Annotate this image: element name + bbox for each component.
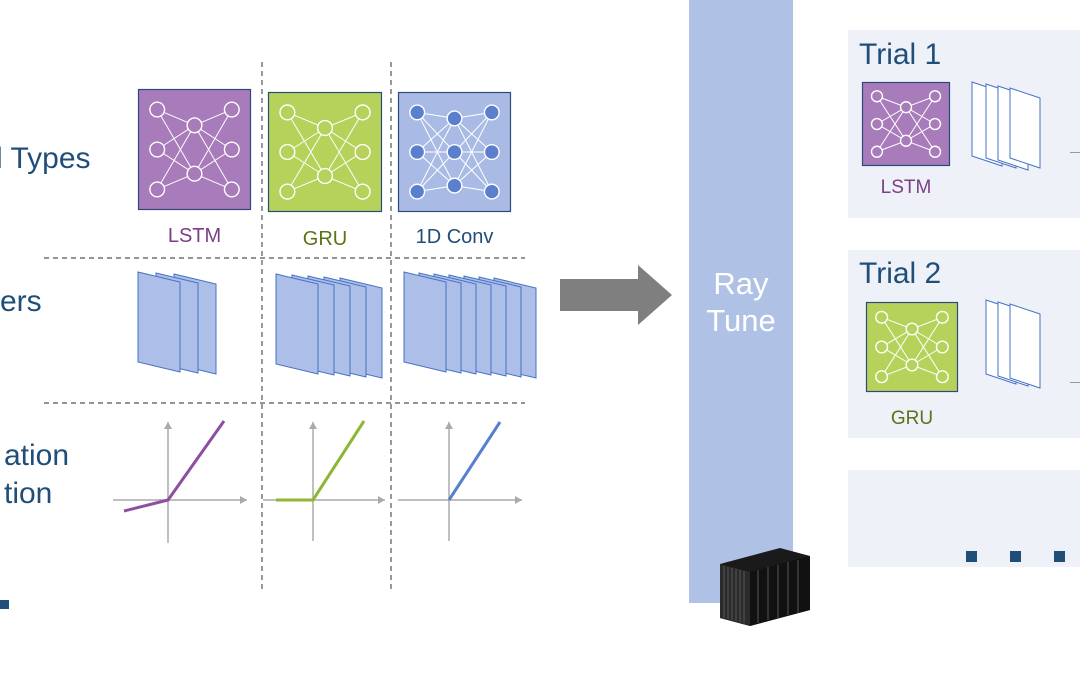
network-node [223,141,240,158]
network-node [483,104,500,121]
network-node [899,134,913,147]
ellipsis-dot-3 [1054,551,1065,562]
ellipsis-dot-1 [966,551,977,562]
network-node [149,141,166,158]
right-arrow-icon [560,265,672,325]
ellipsis-dot-2 [1010,551,1021,562]
row-label-activation-2: tion [4,477,53,510]
trial-card-more [848,470,1080,567]
network-node [446,143,463,161]
network-node [223,101,240,118]
network-node [870,145,884,158]
ray-tune-label-2: Tune [706,303,776,338]
model-label-gru: GRU [302,228,348,250]
network-node [446,110,463,127]
network-node [354,104,371,121]
network-node [186,117,203,134]
network-node [899,101,913,114]
row-label-model-types: l Types [0,142,91,175]
trial-title-1: Trial 1 [859,38,942,71]
network-node [279,183,296,200]
trial-1-lstm-icon [861,81,951,167]
network-node [149,101,166,118]
network-node [875,310,889,324]
network-edges [416,111,493,193]
network-node [935,370,949,384]
network-node [316,119,334,137]
network-node [446,177,463,194]
trial-2-layers [985,299,1041,389]
network-node [905,322,919,336]
network-node [223,181,240,198]
activation-plot-conv [398,421,522,541]
network-node [875,340,889,354]
network-node [875,370,889,384]
network-node [928,145,942,158]
trial-2-gru-icon [865,301,959,393]
model-label-1d-conv: 1D Conv [415,226,494,248]
network-node [935,340,949,354]
ray-tune-bar [689,0,793,603]
network-node [935,310,949,324]
gru-network-icon [267,91,383,213]
network-node [928,117,942,131]
conv-network-icon [397,91,512,213]
network-node [316,167,334,185]
network-node [409,183,426,200]
activation-plot-lstm [113,420,247,543]
network-node [870,117,884,131]
network-node [409,143,426,161]
row-label-activation-1: ation [4,439,70,472]
trial-1-layers [971,81,1041,171]
network-node [928,90,942,103]
trial-title-2: Trial 2 [859,257,942,290]
layer-sheet [403,271,447,373]
network-node [483,183,500,200]
layer-sheet [137,271,181,373]
more-rows-marker [0,600,9,609]
network-node [870,90,884,103]
trial-2-connector [1070,382,1080,383]
row-label-layers: ers [0,285,42,318]
network-node [409,104,426,121]
network-node [354,183,371,200]
trial-2-model-label: GRU [890,408,934,429]
network-node [354,143,371,161]
network-node [149,181,166,198]
network-node [186,165,203,182]
network-node [279,104,296,121]
model-label-lstm: LSTM [167,225,222,247]
lstm-network-icon [137,88,252,211]
network-node [905,358,919,372]
ray-tune-label-1: Ray [713,266,769,301]
trial-1-model-label: LSTM [880,177,932,198]
network-node [279,143,296,161]
trial-1-connector [1070,152,1080,153]
layer-sheet [275,273,319,375]
activation-plot-gru [263,420,385,541]
network-node [483,143,500,161]
server-rack-icon [720,548,810,626]
